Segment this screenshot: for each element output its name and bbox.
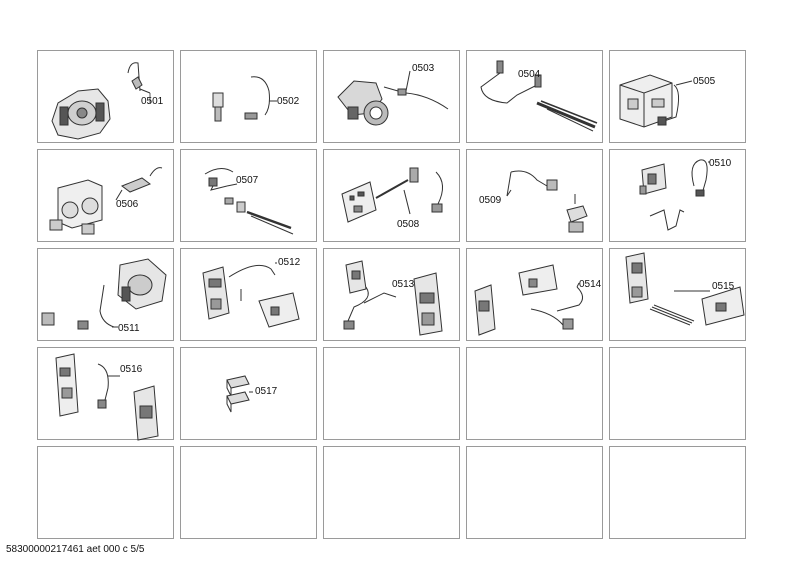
parts-diagram-grid: 0501 0502 050 <box>37 50 747 540</box>
motor-assembly-icon <box>51 62 151 140</box>
sensor-cable-icon <box>506 170 588 233</box>
part-label: 0513 <box>392 279 415 290</box>
empty-cell <box>180 446 317 539</box>
part-cell-0511[interactable]: 0511 <box>37 248 174 341</box>
part-cell-0508[interactable]: 0508 <box>323 149 460 242</box>
part-cell-0515[interactable]: 0515 <box>609 248 746 341</box>
control-module-icon <box>619 74 693 128</box>
part-label: 0504 <box>518 69 541 80</box>
part-label: 0502 <box>277 96 300 107</box>
part-label: 0505 <box>693 76 716 87</box>
empty-cell <box>466 347 603 440</box>
door-lock-icon <box>639 159 710 231</box>
drain-pump-icon <box>337 70 449 126</box>
part-cell-0507[interactable]: 0507 <box>180 149 317 242</box>
part-cell-0504[interactable]: 0504 <box>466 50 603 143</box>
power-module-harness-icon <box>202 262 300 328</box>
part-label: 0509 <box>479 195 502 206</box>
electronic-board-icon <box>55 353 159 441</box>
empty-cell <box>609 347 746 440</box>
part-label: 0517 <box>255 386 278 397</box>
circuit-board-icon <box>341 167 443 223</box>
document-footer: 58300000217461 aet 000 c 5/5 <box>6 544 145 555</box>
part-cell-0514[interactable]: 0514 <box>466 248 603 341</box>
part-cell-0509[interactable]: 0509 <box>466 149 603 242</box>
part-label: 0510 <box>709 158 732 169</box>
part-label: 0507 <box>236 175 259 186</box>
part-label: 0501 <box>141 96 164 107</box>
part-label: 0511 <box>118 323 140 334</box>
motor-cable-icon <box>41 258 167 330</box>
part-cell-0513[interactable]: 0513 <box>323 248 460 341</box>
empty-cell <box>37 446 174 539</box>
part-cell-0502[interactable]: 0502 <box>180 50 317 143</box>
part-label: 0508 <box>397 219 420 230</box>
part-cell-0512[interactable]: 0512 <box>180 248 317 341</box>
part-cell-0510[interactable]: 0510 <box>609 149 746 242</box>
ribbon-cable-icon <box>625 252 745 326</box>
part-label: 0512 <box>278 257 301 268</box>
empty-cell <box>609 446 746 539</box>
part-cell-0503[interactable]: 0503 <box>323 50 460 143</box>
empty-cell <box>323 446 460 539</box>
part-label: 0514 <box>579 279 602 290</box>
heater-wiring-icon <box>204 168 294 235</box>
heater-element-icon <box>480 60 598 132</box>
part-cell-0505[interactable]: 0505 <box>609 50 746 143</box>
empty-cell <box>466 446 603 539</box>
part-cell-0517[interactable]: 0517 <box>180 347 317 440</box>
pressure-switch-hose-icon <box>212 76 277 122</box>
part-cell-0516[interactable]: 0516 <box>37 347 174 441</box>
part-label: 0516 <box>120 364 143 375</box>
empty-cell <box>323 347 460 440</box>
part-cell-0501[interactable]: 0501 <box>37 50 174 143</box>
valve-harness-icon <box>343 260 443 336</box>
part-cell-0506[interactable]: 0506 <box>37 149 174 242</box>
part-label: 0503 <box>412 63 435 74</box>
inlet-valve-icon <box>49 167 163 235</box>
filter-block-icon <box>226 375 253 413</box>
part-label: 0506 <box>116 199 139 210</box>
module-harness-icon <box>474 264 583 336</box>
part-label: 0515 <box>712 281 735 292</box>
